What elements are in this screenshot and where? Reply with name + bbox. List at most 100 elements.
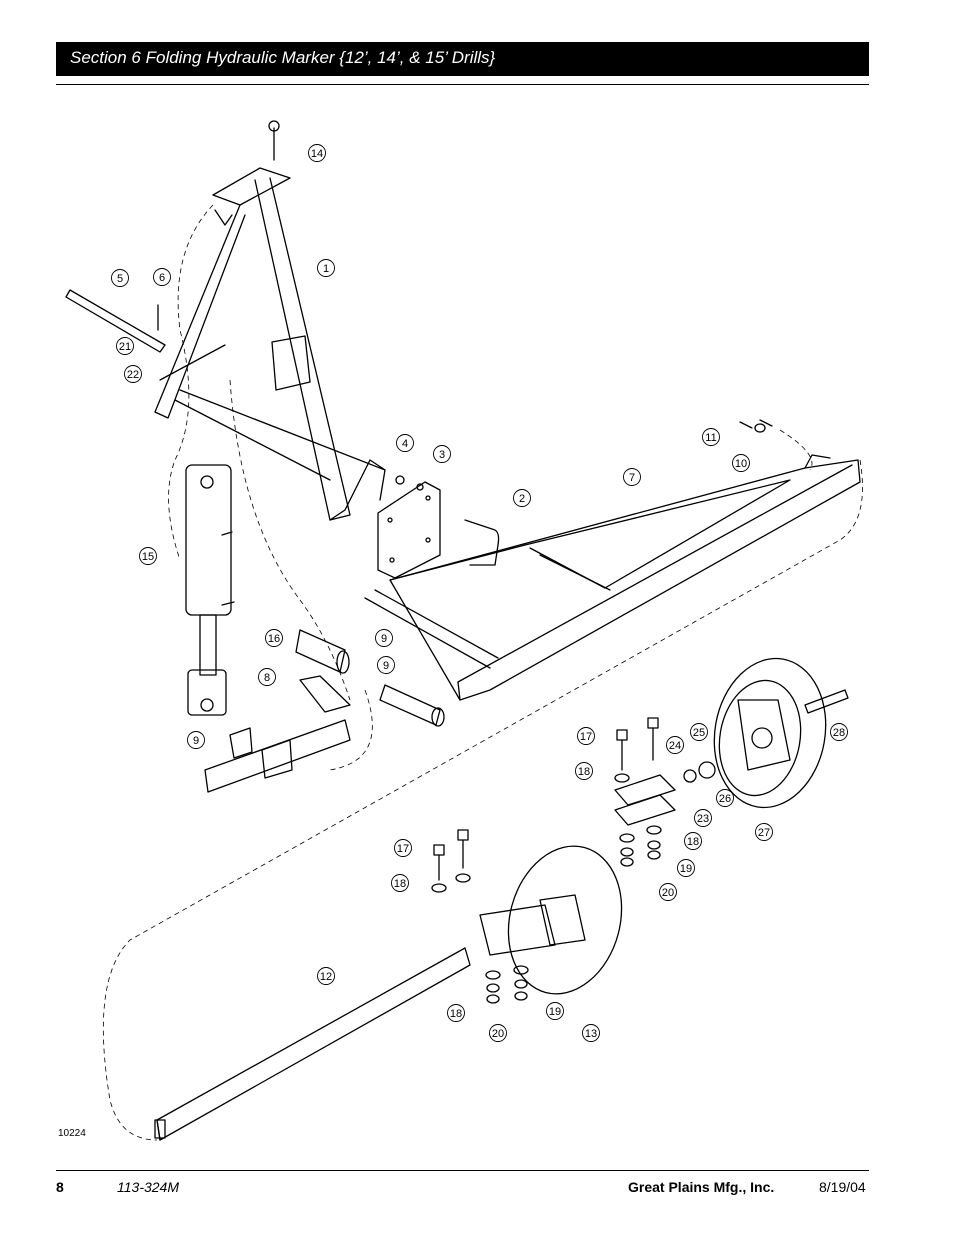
phantom-lines	[102, 204, 863, 1141]
callout-24: 24	[666, 736, 684, 754]
callout-label: 20	[662, 887, 674, 899]
section-header-bar: Section 6 Folding Hydraulic Marker {12’,…	[56, 42, 869, 76]
callout-label: 22	[127, 369, 139, 381]
hydraulic-cylinder	[185, 464, 235, 716]
callout-label: 20	[492, 1028, 504, 1040]
callout-3: 3	[433, 445, 451, 463]
callout-21: 21	[116, 337, 134, 355]
callout-label: 27	[758, 827, 770, 839]
callout-20: 20	[489, 1024, 507, 1042]
disc-blade-27	[713, 657, 827, 809]
mast	[154, 167, 386, 521]
callout-label: 1	[323, 263, 329, 275]
pivot-tubes	[295, 629, 445, 727]
callout-27: 27	[755, 823, 773, 841]
callout-label: 13	[585, 1028, 597, 1040]
callout-2: 2	[513, 489, 531, 507]
callout-18: 18	[447, 1004, 465, 1022]
callout-25: 25	[690, 723, 708, 741]
callout-label: 11	[705, 432, 716, 444]
callout-9: 9	[375, 629, 393, 647]
extension-arm	[154, 947, 471, 1141]
callout-18: 18	[391, 874, 409, 892]
callout-label: 18	[687, 836, 699, 848]
callout-label: 26	[719, 793, 731, 805]
callout-17: 17	[394, 839, 412, 857]
small-hardware	[157, 120, 773, 429]
callout-17: 17	[577, 727, 595, 745]
callout-label: 14	[311, 148, 323, 160]
callout-13: 13	[582, 1024, 600, 1042]
scraper-bracket-23	[614, 774, 676, 826]
frame-beam	[364, 454, 861, 701]
u-bolt	[464, 519, 500, 566]
callout-label: 25	[693, 727, 705, 739]
washers-nuts	[395, 423, 766, 1004]
callout-label: 15	[142, 551, 154, 563]
callout-14: 14	[308, 144, 326, 162]
mounting-plate	[377, 481, 441, 579]
figure-number: 10224	[58, 1128, 86, 1139]
callout-label: 9	[381, 633, 387, 645]
callout-5: 5	[111, 269, 129, 287]
section-title: Section 6 Folding Hydraulic Marker {12’,…	[70, 48, 496, 67]
callout-label: 9	[193, 735, 199, 747]
publish-date: 8/19/04	[819, 1179, 866, 1195]
pin-5	[65, 289, 166, 353]
callout-4: 4	[396, 434, 414, 452]
callout-16: 16	[265, 629, 283, 647]
callout-18: 18	[684, 832, 702, 850]
callout-label: 8	[264, 672, 270, 684]
hinge-bracket	[204, 675, 351, 793]
callout-label: 23	[697, 813, 709, 825]
callout-label: 19	[680, 863, 692, 875]
page-number: 8	[56, 1179, 64, 1195]
callout-20: 20	[659, 883, 677, 901]
company-name: Great Plains Mfg., Inc.	[628, 1179, 775, 1195]
footer-divider	[56, 1170, 869, 1171]
callout-19: 19	[677, 859, 695, 877]
callout-label: 3	[439, 449, 445, 461]
callout-label: 21	[119, 341, 131, 353]
callout-19: 19	[546, 1002, 564, 1020]
bolts-17	[433, 717, 659, 881]
callout-label: 2	[519, 493, 525, 505]
callout-9: 9	[187, 731, 205, 749]
callout-8: 8	[258, 668, 276, 686]
callout-label: 5	[117, 273, 123, 285]
header-divider	[56, 84, 869, 85]
callout-label: 17	[397, 843, 409, 855]
callout-1: 1	[317, 259, 335, 277]
callout-6: 6	[153, 268, 171, 286]
doc-number: 113-324M	[117, 1179, 180, 1195]
callout-label: 4	[402, 438, 408, 450]
disc-blade-13	[479, 845, 623, 995]
callout-18: 18	[575, 762, 593, 780]
bolt-28	[804, 689, 849, 714]
callout-label: 10	[735, 458, 747, 470]
callout-11: 11	[702, 428, 720, 446]
callout-23: 23	[694, 809, 712, 827]
callout-label: 16	[268, 633, 280, 645]
callout-15: 15	[139, 547, 157, 565]
callout-10: 10	[732, 454, 750, 472]
callout-label: 28	[833, 727, 845, 739]
callout-label: 12	[320, 971, 332, 983]
callout-label: 17	[580, 731, 592, 743]
callout-label: 24	[669, 740, 681, 752]
callout-label: 19	[549, 1006, 561, 1018]
callout-12: 12	[317, 967, 335, 985]
callout-22: 22	[124, 365, 142, 383]
callout-label: 18	[578, 766, 590, 778]
callout-label: 18	[394, 878, 406, 890]
callout-label: 18	[450, 1008, 462, 1020]
callout-label: 7	[629, 472, 635, 484]
callout-label: 9	[383, 660, 389, 672]
callout-9: 9	[377, 656, 395, 674]
callout-26: 26	[716, 789, 734, 807]
callout-label: 6	[159, 272, 165, 284]
callout-28: 28	[830, 723, 848, 741]
callout-7: 7	[623, 468, 641, 486]
